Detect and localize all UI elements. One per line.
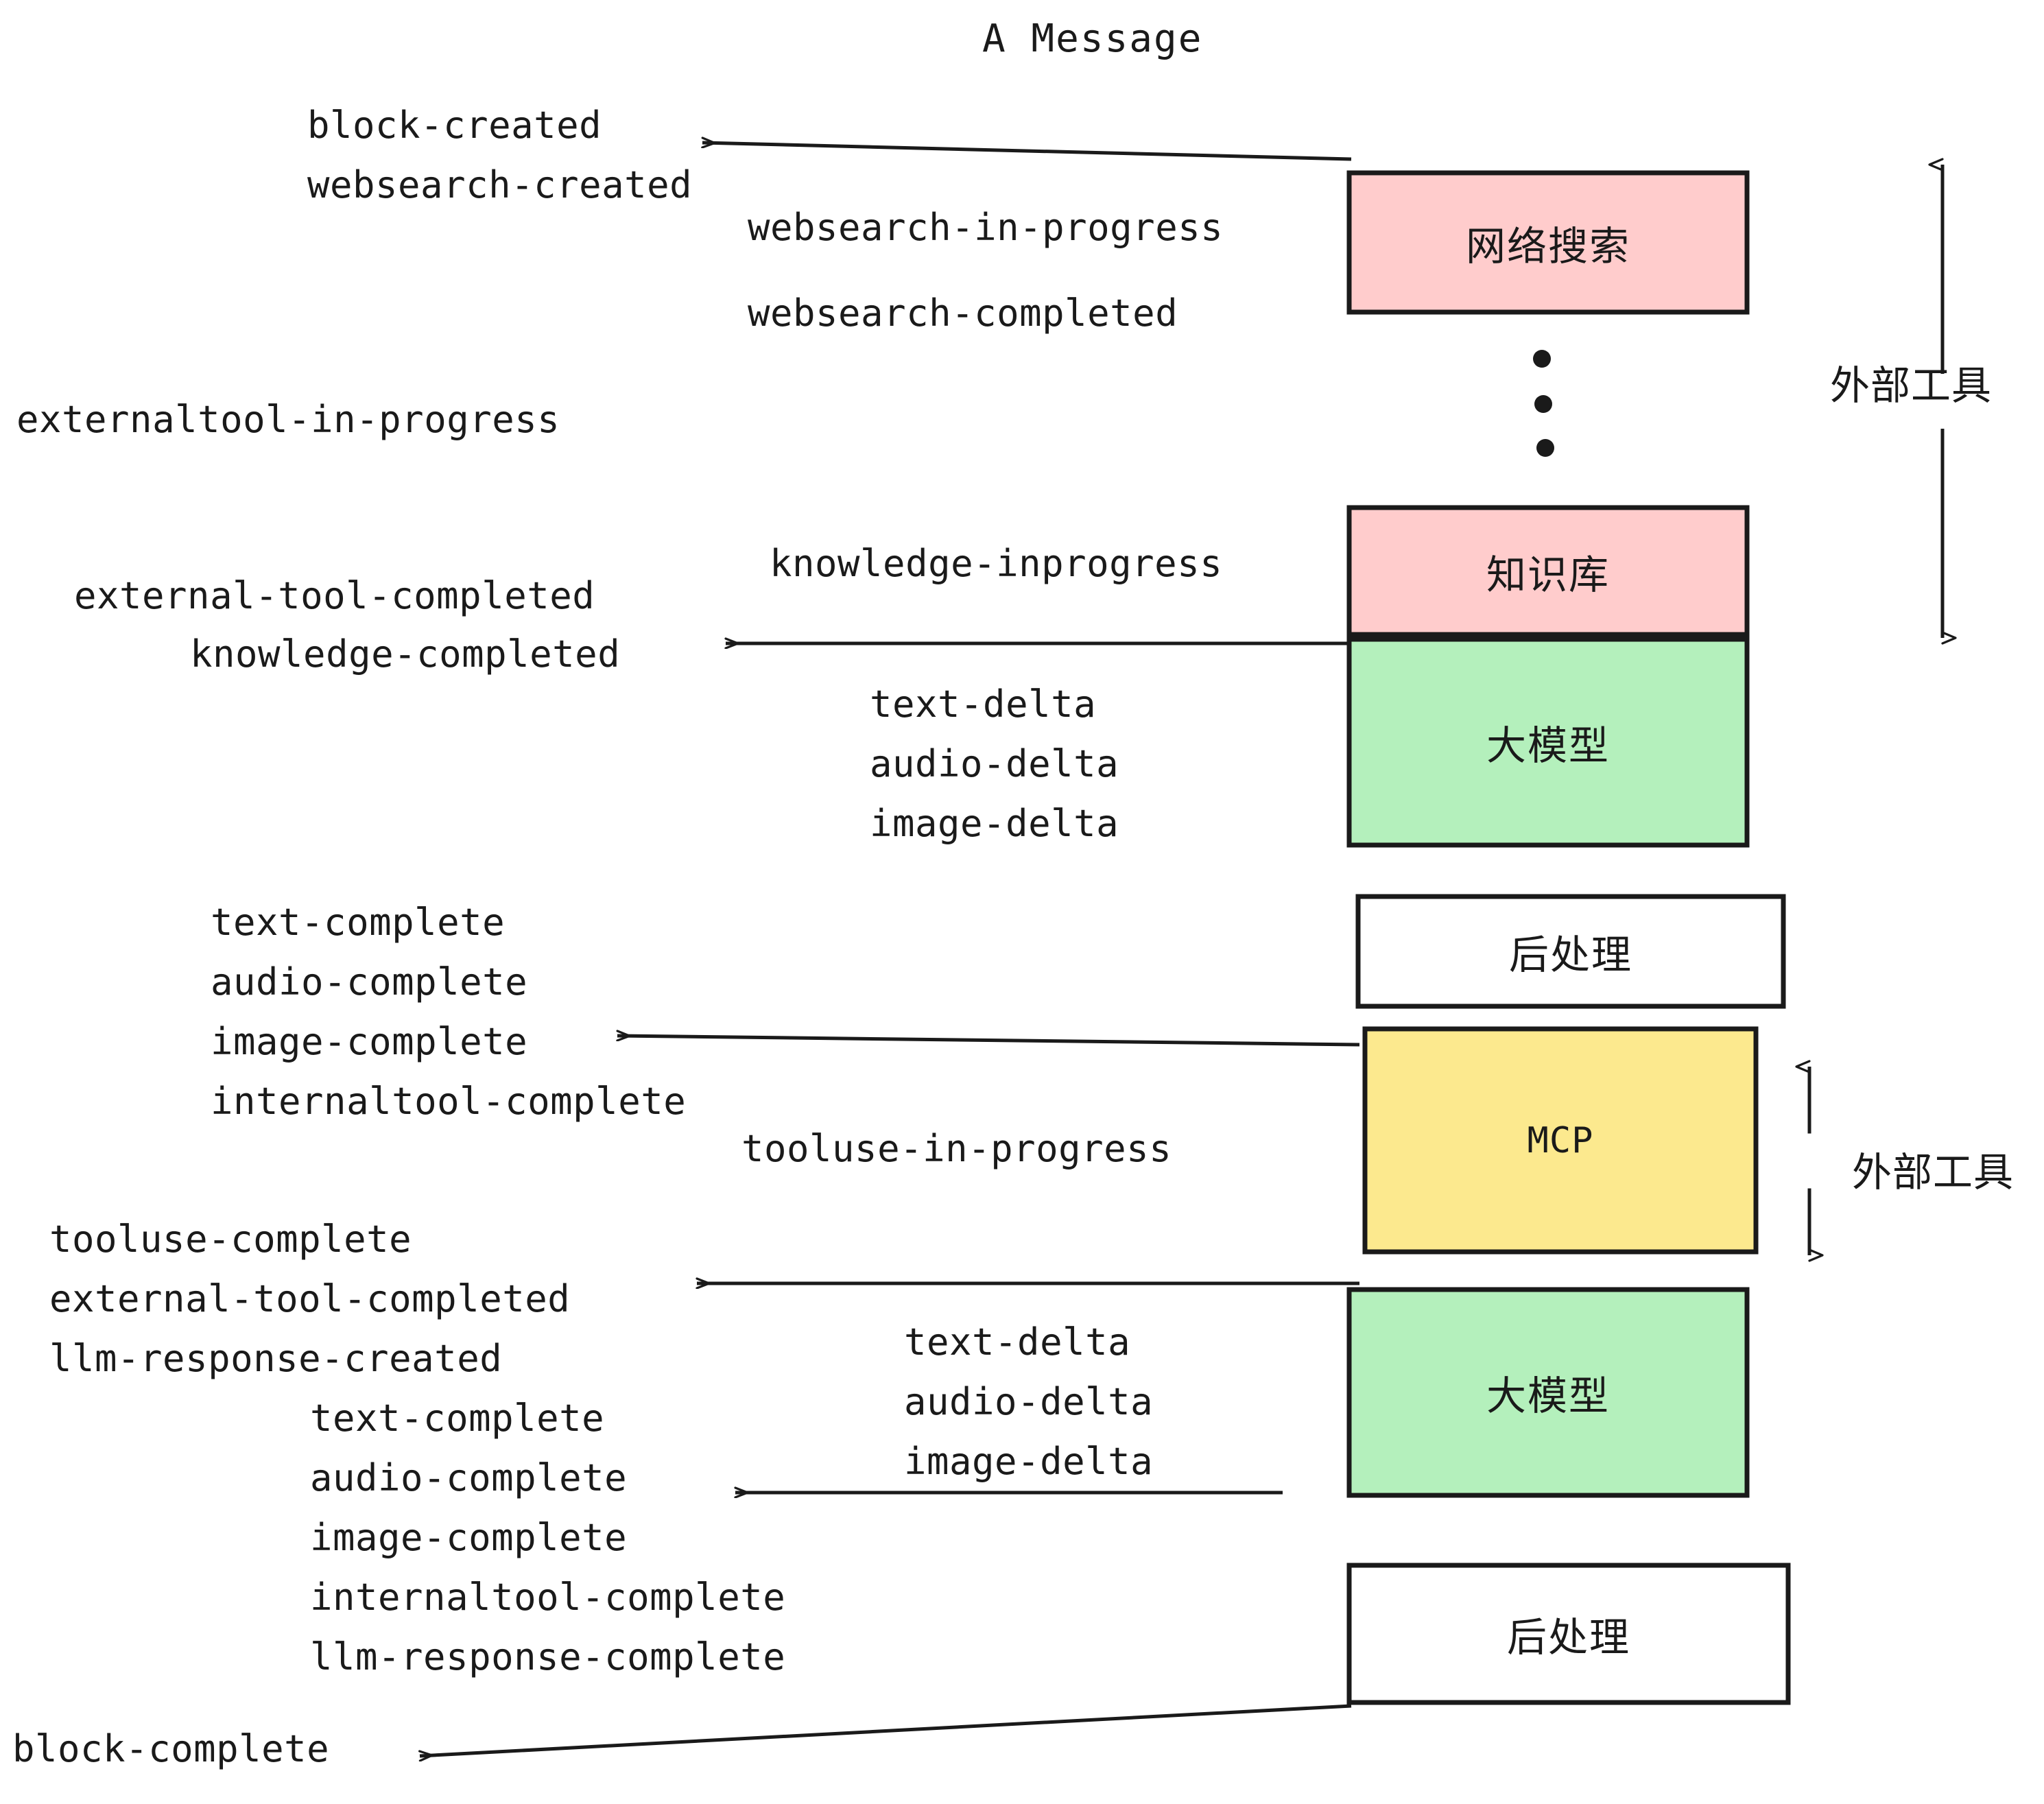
box-llm-2[interactable] [1346, 1287, 1750, 1498]
event-label-tooluse-in-progress: tooluse-in-progress [741, 1127, 1172, 1170]
dot-2 [1534, 395, 1552, 413]
dot-1 [1533, 350, 1551, 368]
event-label-internaltool-complete-1: internaltool-complete [211, 1080, 687, 1123]
event-label-text-delta-1: text-delta [870, 683, 1097, 726]
arrows-layer [420, 143, 1360, 1756]
boxes-layer [1346, 170, 1791, 1705]
event-label-block-created: block-created [307, 104, 602, 147]
box-label-mcp: MCP [1527, 1119, 1594, 1161]
event-label-audio-delta-2: audio-delta [904, 1380, 1154, 1423]
box-websearch[interactable] [1346, 170, 1750, 315]
event-label-audio-complete-2: audio-complete [310, 1456, 628, 1499]
event-label-text-delta-2: text-delta [904, 1320, 1131, 1364]
event-label-external-tool-completed-1: external-tool-completed [74, 574, 595, 617]
event-label-websearch-in-progress: websearch-in-progress [748, 206, 1224, 249]
page-title: A Message [982, 16, 1203, 61]
box-llm-1[interactable] [1346, 637, 1750, 848]
box-mcp[interactable] [1362, 1026, 1759, 1255]
arrow-image-complete [617, 1036, 1360, 1047]
box-knowledge[interactable] [1346, 505, 1750, 637]
box-label-knowledge: 知识库 [1486, 551, 1611, 598]
event-label-external-tool-completed-2: external-tool-completed [49, 1277, 571, 1320]
box-label-llm-1: 大模型 [1486, 722, 1611, 769]
ellipsis-dots-layer [1533, 350, 1554, 457]
event-label-llm-response-created: llm-response-created [49, 1337, 503, 1380]
event-label-websearch-created: websearch-created [307, 163, 693, 206]
event-label-image-delta-1: image-delta [870, 802, 1119, 845]
box-label-websearch: 网络搜索 [1465, 222, 1631, 270]
side-label-external-tool-top: 外部工具 [1830, 362, 1993, 409]
event-label-tooluse-complete: tooluse-complete [49, 1218, 412, 1261]
arrow-block-created [702, 143, 1352, 161]
box-post-2[interactable] [1346, 1563, 1791, 1705]
dot-3 [1536, 439, 1554, 457]
event-label-knowledge-inprogress: knowledge-inprogress [770, 542, 1223, 585]
box-label-post-1: 后处理 [1508, 931, 1633, 978]
box-post-1[interactable] [1355, 894, 1786, 1009]
event-label-llm-response-complete: llm-response-complete [310, 1635, 786, 1678]
box-label-llm-2: 大模型 [1486, 1373, 1611, 1419]
event-label-audio-complete-1: audio-complete [211, 960, 528, 1004]
event-label-internaltool-complete-2: internaltool-complete [310, 1576, 786, 1619]
event-label-block-complete: block-complete [12, 1727, 330, 1770]
event-label-text-complete-1: text-complete [211, 901, 506, 944]
box-label-post-2: 后处理 [1506, 1614, 1631, 1661]
event-label-image-delta-2: image-delta [904, 1440, 1154, 1483]
event-label-websearch-completed: websearch-completed [748, 292, 1178, 335]
event-label-image-complete-1: image-complete [211, 1020, 528, 1063]
event-label-text-complete-2: text-complete [310, 1397, 605, 1440]
event-label-externaltool-in-progress: externaltool-in-progress [16, 398, 560, 441]
event-label-image-complete-2: image-complete [310, 1516, 628, 1559]
event-label-knowledge-completed: knowledge-completed [190, 632, 621, 676]
side-label-external-tool-bottom: 外部工具 [1852, 1149, 2015, 1196]
arrow-block-complete [420, 1704, 1352, 1756]
event-label-audio-delta-1: audio-delta [870, 742, 1119, 785]
double-arrows-layer [1809, 165, 1942, 1255]
